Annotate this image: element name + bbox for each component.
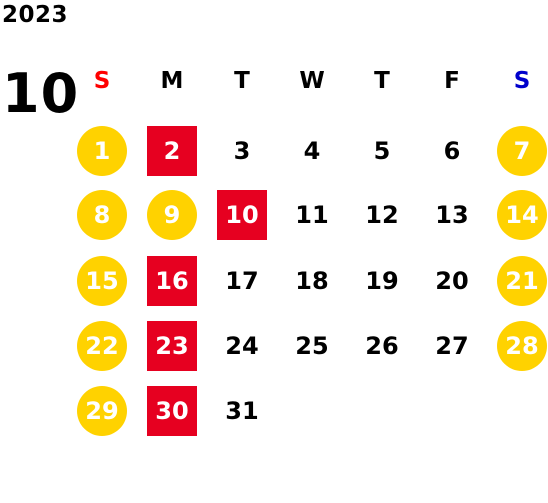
day-cell-28: 28	[497, 321, 547, 371]
weekday-label-sun: S	[93, 68, 111, 94]
month-number: 10	[2, 62, 80, 125]
weekday-label-sat: S	[513, 68, 531, 94]
day-cell-2: 2	[147, 126, 197, 176]
day-cell-8: 8	[77, 190, 127, 240]
day-cell-6: 6	[443, 137, 461, 165]
day-cell-20: 20	[435, 267, 469, 295]
day-cell-26: 26	[365, 332, 399, 360]
day-cell-11: 11	[295, 201, 329, 229]
day-cell-15: 15	[77, 256, 127, 306]
day-cell-19: 19	[365, 267, 399, 295]
weekday-label-wed: W	[299, 68, 325, 94]
day-cell-17: 17	[225, 267, 259, 295]
day-cell-23: 23	[147, 321, 197, 371]
day-cell-14: 14	[497, 190, 547, 240]
day-cell-22: 22	[77, 321, 127, 371]
day-cell-9: 9	[147, 190, 197, 240]
day-cell-24: 24	[225, 332, 259, 360]
weekday-label-thu: T	[374, 68, 390, 94]
day-cell-21: 21	[497, 256, 547, 306]
day-cell-16: 16	[147, 256, 197, 306]
day-cell-1: 1	[77, 126, 127, 176]
day-cell-4: 4	[303, 137, 321, 165]
day-cell-5: 5	[373, 137, 391, 165]
weekday-label-mon: M	[160, 68, 184, 94]
day-cell-30: 30	[147, 386, 197, 436]
day-cell-18: 18	[295, 267, 329, 295]
day-cell-31: 31	[225, 397, 259, 425]
day-cell-3: 3	[233, 137, 251, 165]
day-cell-25: 25	[295, 332, 329, 360]
day-cell-7: 7	[497, 126, 547, 176]
day-cell-13: 13	[435, 201, 469, 229]
weekday-label-tue: T	[234, 68, 250, 94]
day-cell-29: 29	[77, 386, 127, 436]
weekday-label-fri: F	[444, 68, 460, 94]
day-cell-12: 12	[365, 201, 399, 229]
day-cell-27: 27	[435, 332, 469, 360]
day-cell-10: 10	[217, 190, 267, 240]
year-label: 2023	[2, 2, 69, 28]
